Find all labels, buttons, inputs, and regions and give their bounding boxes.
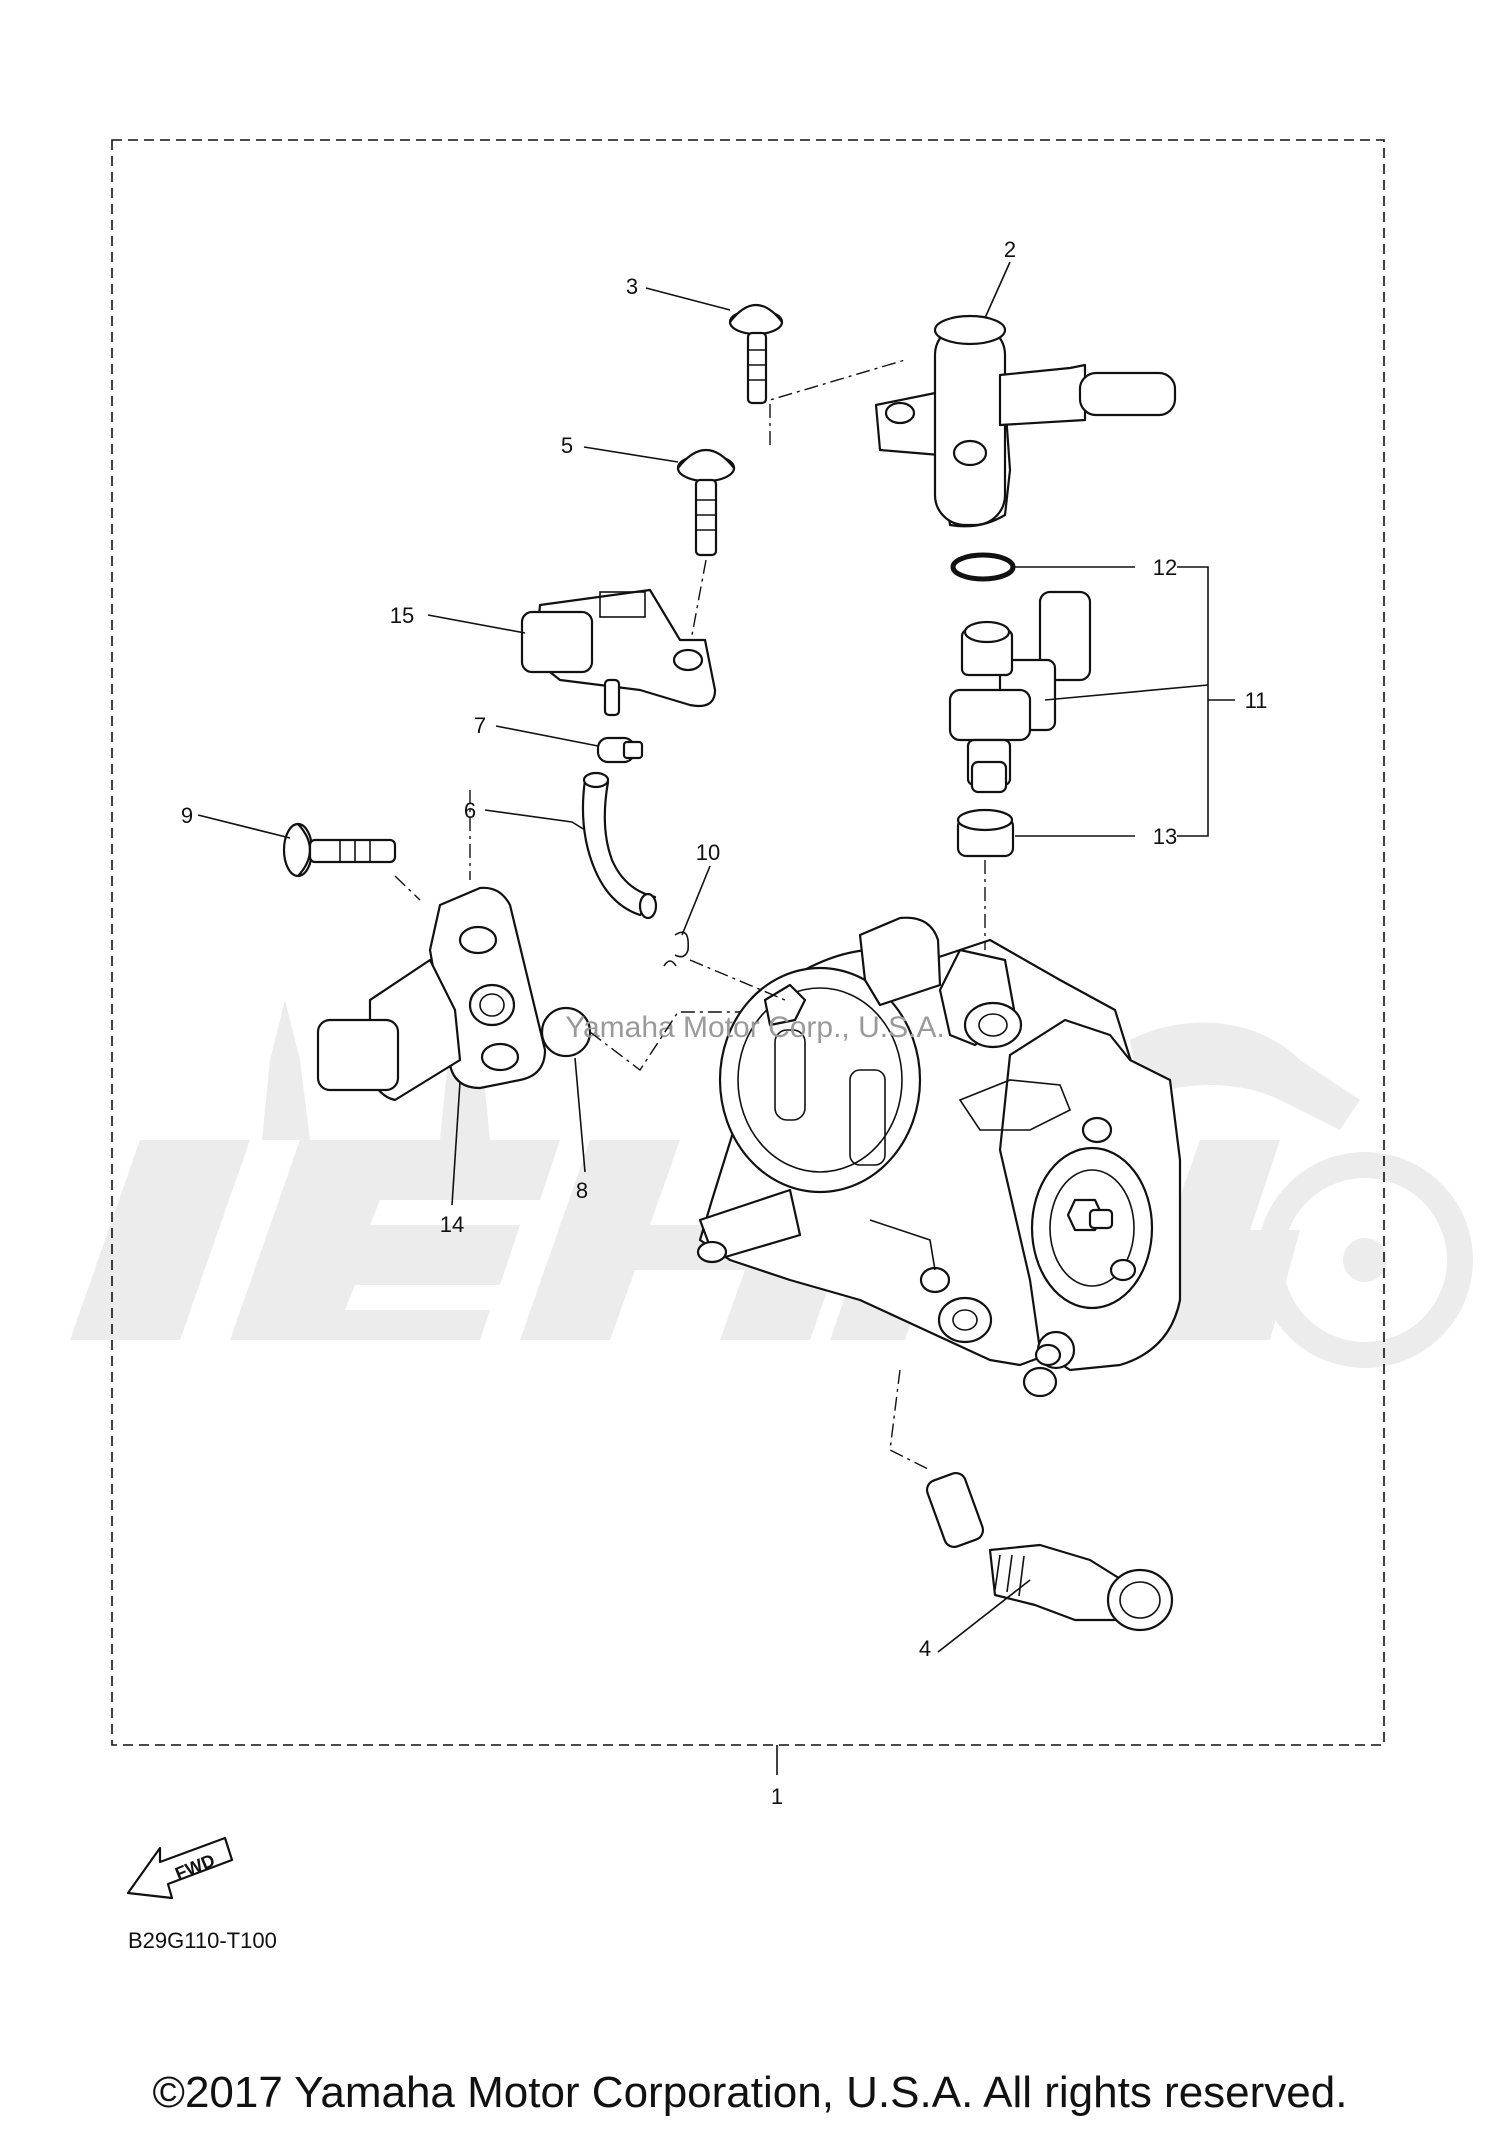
throttle-body [696,916,1182,1398]
leader-lines [197,261,1235,1653]
callout-4: 4 [919,1636,931,1661]
callout-2: 2 [1004,237,1016,262]
part-15-pressure-sensor [520,588,717,717]
callout-8: 8 [576,1178,588,1203]
callout-7: 7 [474,713,486,738]
part-11-fuel-injector [948,590,1092,794]
part-10-ring [663,931,690,967]
part-5-screw [676,449,736,557]
reference-lines [394,359,986,1471]
part-9-screw [282,822,397,878]
callout-12: 12 [1153,555,1177,580]
part-6-hose [581,771,658,920]
callout-numbers: 1 2 3 4 5 6 7 8 9 10 11 12 13 14 15 [181,237,1268,1809]
watermark-text: Yamaha Motor Corp., U.S.A. [565,1011,945,1044]
callout-9: 9 [181,803,193,828]
callout-14: 14 [440,1212,464,1237]
copyright-notice: ©2017 Yamaha Motor Corporation, U.S.A. A… [152,2068,1348,2117]
callout-13: 13 [1153,824,1177,849]
assembly-boundary [111,139,1385,1746]
part-12-o-ring [950,552,1016,582]
callout-11: 11 [1245,688,1268,713]
diagram-code: B29G110-T100 [128,1928,277,1953]
part-14-throttle-sensor [316,886,547,1102]
part-7-hose-clip [596,736,644,764]
callout-3: 3 [626,274,638,299]
callout-1: 1 [771,1784,783,1809]
part-3-screw [728,304,784,405]
part-4-idle-screw [925,1471,1174,1632]
callout-10: 10 [696,840,720,865]
part-2-fuel-joint [874,314,1177,528]
fwd-arrow-icon: FWD [126,1836,234,1900]
callout-5: 5 [561,433,573,458]
part-13-seal [956,808,1015,858]
callout-6: 6 [464,798,476,823]
callout-15: 15 [390,603,414,628]
